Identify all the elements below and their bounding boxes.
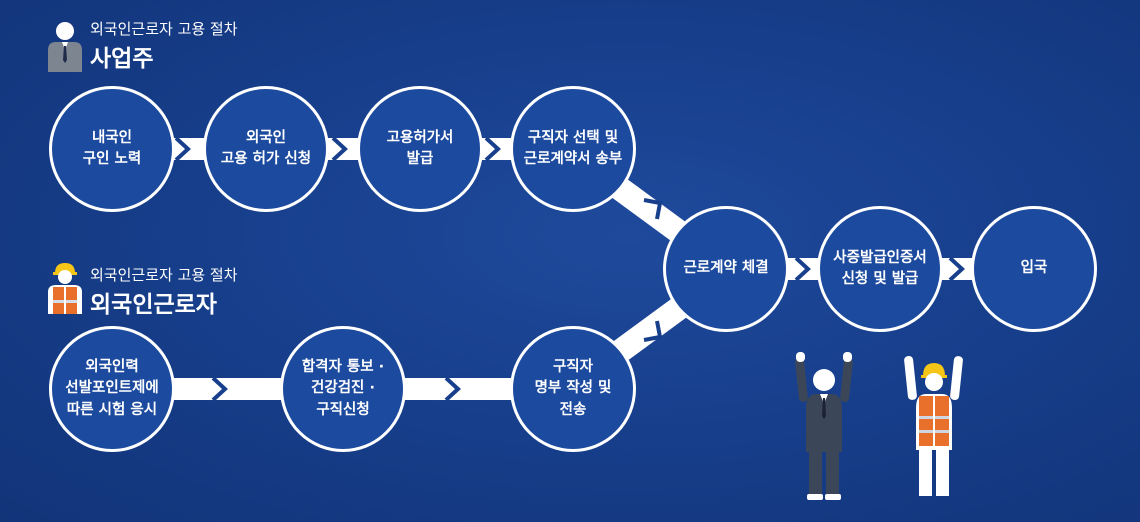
bottom-row-connectors [165, 376, 515, 402]
businessman-icon [48, 22, 82, 72]
step-employer-4: 구직자 선택 및 근로계약서 송부 [510, 86, 636, 212]
employer-subtitle: 외국인근로자 고용 절차 [90, 20, 238, 38]
step-worker-1: 외국인력 선발포인트제에 따른 시험 응시 [49, 326, 175, 452]
step-entry: 입국 [971, 206, 1097, 332]
figures-illustration [795, 352, 963, 500]
chevron-icon [794, 256, 811, 282]
step-contract: 근로계약 체결 [663, 206, 789, 332]
chevron-icon [174, 136, 191, 162]
worker-icon [48, 263, 82, 314]
step-employer-2: 외국인 고용 허가 신청 [203, 86, 329, 212]
worker-subtitle: 외국인근로자 고용 절차 [90, 266, 238, 284]
employer-title: 사업주 [90, 46, 154, 72]
step-employer-1: 내국인 구인 노력 [49, 86, 175, 212]
step-worker-2: 합격자 통보 · 건강검진 · 구직신청 [280, 326, 406, 452]
step-worker-3: 구직자 명부 작성 및 전송 [510, 326, 636, 452]
chevron-icon [211, 376, 228, 402]
chevron-icon [444, 376, 461, 402]
chevron-icon [331, 136, 348, 162]
step-employer-3: 고용허가서 발급 [357, 86, 483, 212]
chevron-icon [484, 136, 501, 162]
businessman-cheering-icon [795, 352, 853, 500]
chevron-icon [643, 320, 663, 342]
worker-cheering-icon [904, 355, 963, 496]
chevron-icon [643, 198, 663, 220]
step-visa-certificate: 사증발급인증서 신청 및 발급 [817, 206, 943, 332]
chevron-icon [948, 256, 965, 282]
worker-title: 외국인근로자 [90, 292, 217, 318]
